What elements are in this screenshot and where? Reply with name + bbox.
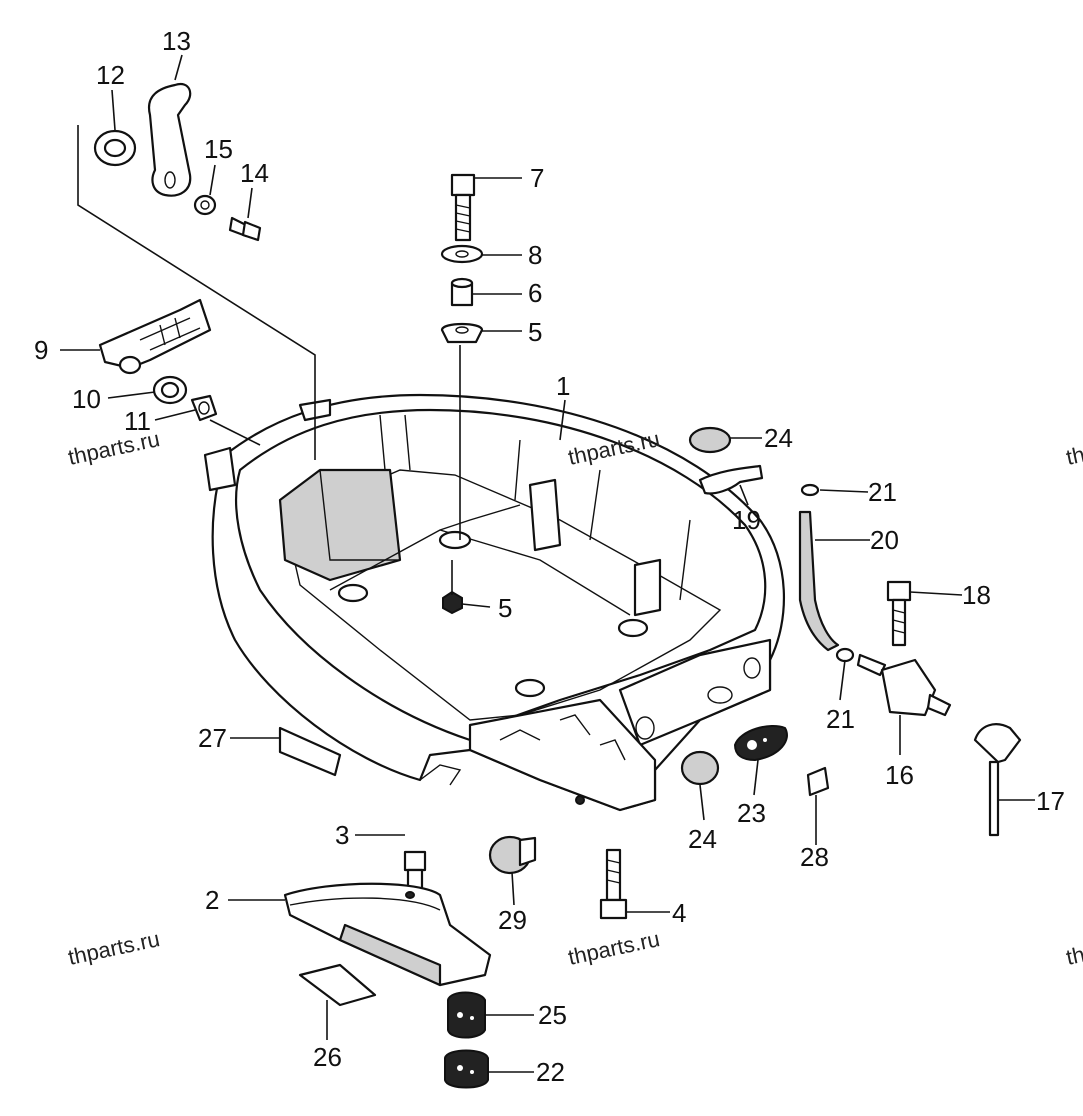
center-line	[451, 345, 461, 595]
callout-28: 28	[800, 842, 829, 872]
washer-15	[193, 194, 217, 216]
callout-3: 3	[335, 820, 349, 850]
watermark-bottom-right: th	[1064, 942, 1083, 970]
callout-10: 10	[72, 384, 101, 414]
grommet-25	[447, 991, 486, 1039]
callout-7: 7	[530, 163, 544, 193]
watermark-bottom-center: thparts.ru	[566, 926, 662, 970]
washer-8-hole	[455, 250, 469, 258]
callout-labels: 13 12 15 14 7 8 6 5 9 1 10 11 24 21 19 2…	[34, 26, 1065, 1087]
callout-4: 4	[672, 898, 686, 928]
callout-21-bottom: 21	[826, 704, 855, 734]
callout-24-top: 24	[764, 423, 793, 453]
bottom-cover-2	[283, 882, 492, 987]
lower-engine-cover-pan	[203, 393, 786, 812]
tab-19	[698, 464, 764, 495]
collar-6	[450, 277, 474, 307]
callout-25: 25	[538, 1000, 567, 1030]
grommet-22	[444, 1049, 489, 1089]
callout-15: 15	[204, 134, 233, 164]
grommet-5-top	[440, 322, 484, 344]
fuel-hose-20	[798, 510, 840, 652]
plug-29	[488, 835, 537, 875]
label-26	[298, 963, 377, 1007]
lock-hook-plate	[147, 82, 192, 197]
washer-15-hole	[200, 200, 210, 210]
watermark-top-right: th	[1064, 442, 1083, 470]
callout-18: 18	[962, 580, 991, 610]
callout-19: 19	[732, 505, 761, 535]
primer-lever-17	[973, 723, 1022, 837]
callout-27: 27	[198, 723, 227, 753]
leader-lines	[60, 54, 1035, 1073]
watermark-bottom-left: thparts.ru	[66, 926, 162, 970]
callout-29: 29	[498, 905, 527, 935]
clip-11	[190, 394, 218, 422]
callout-21-top: 21	[868, 477, 897, 507]
callout-16: 16	[885, 760, 914, 790]
callout-6: 6	[528, 278, 542, 308]
ring-washer	[93, 129, 137, 167]
watermark-top-left: thparts.ru	[66, 426, 162, 470]
callout-26: 26	[313, 1042, 342, 1072]
callout-5-top: 5	[528, 317, 542, 347]
callout-8: 8	[528, 240, 542, 270]
callout-11: 11	[124, 406, 151, 436]
label-27	[278, 726, 342, 777]
hose-clip-21-bottom	[835, 647, 855, 663]
bushing-10	[152, 375, 188, 405]
callout-1: 1	[556, 371, 570, 401]
label-28	[806, 766, 830, 797]
bolt-4	[599, 848, 628, 920]
callout-22: 22	[536, 1057, 565, 1087]
fuel-connector-16	[856, 653, 952, 717]
callout-17: 17	[1036, 786, 1065, 816]
lock-lever	[98, 298, 212, 375]
hose-clip-21-top	[800, 483, 820, 497]
callout-23: 23	[737, 798, 766, 828]
bolt-18	[886, 580, 912, 647]
plug-24-bottom	[680, 750, 720, 786]
callout-24-bottom: 24	[688, 824, 717, 854]
callout-9: 9	[34, 335, 48, 365]
callout-20: 20	[870, 525, 899, 555]
callout-13: 13	[162, 26, 191, 56]
callout-12: 12	[96, 60, 125, 90]
washer-8	[440, 244, 484, 264]
grommet-plate-23	[733, 725, 788, 762]
callout-14: 14	[240, 158, 269, 188]
bolt-7	[450, 173, 476, 242]
bolt-14	[228, 216, 262, 242]
callout-2: 2	[205, 885, 219, 915]
callout-5-bottom: 5	[498, 593, 512, 623]
cap-24-top	[688, 426, 732, 454]
